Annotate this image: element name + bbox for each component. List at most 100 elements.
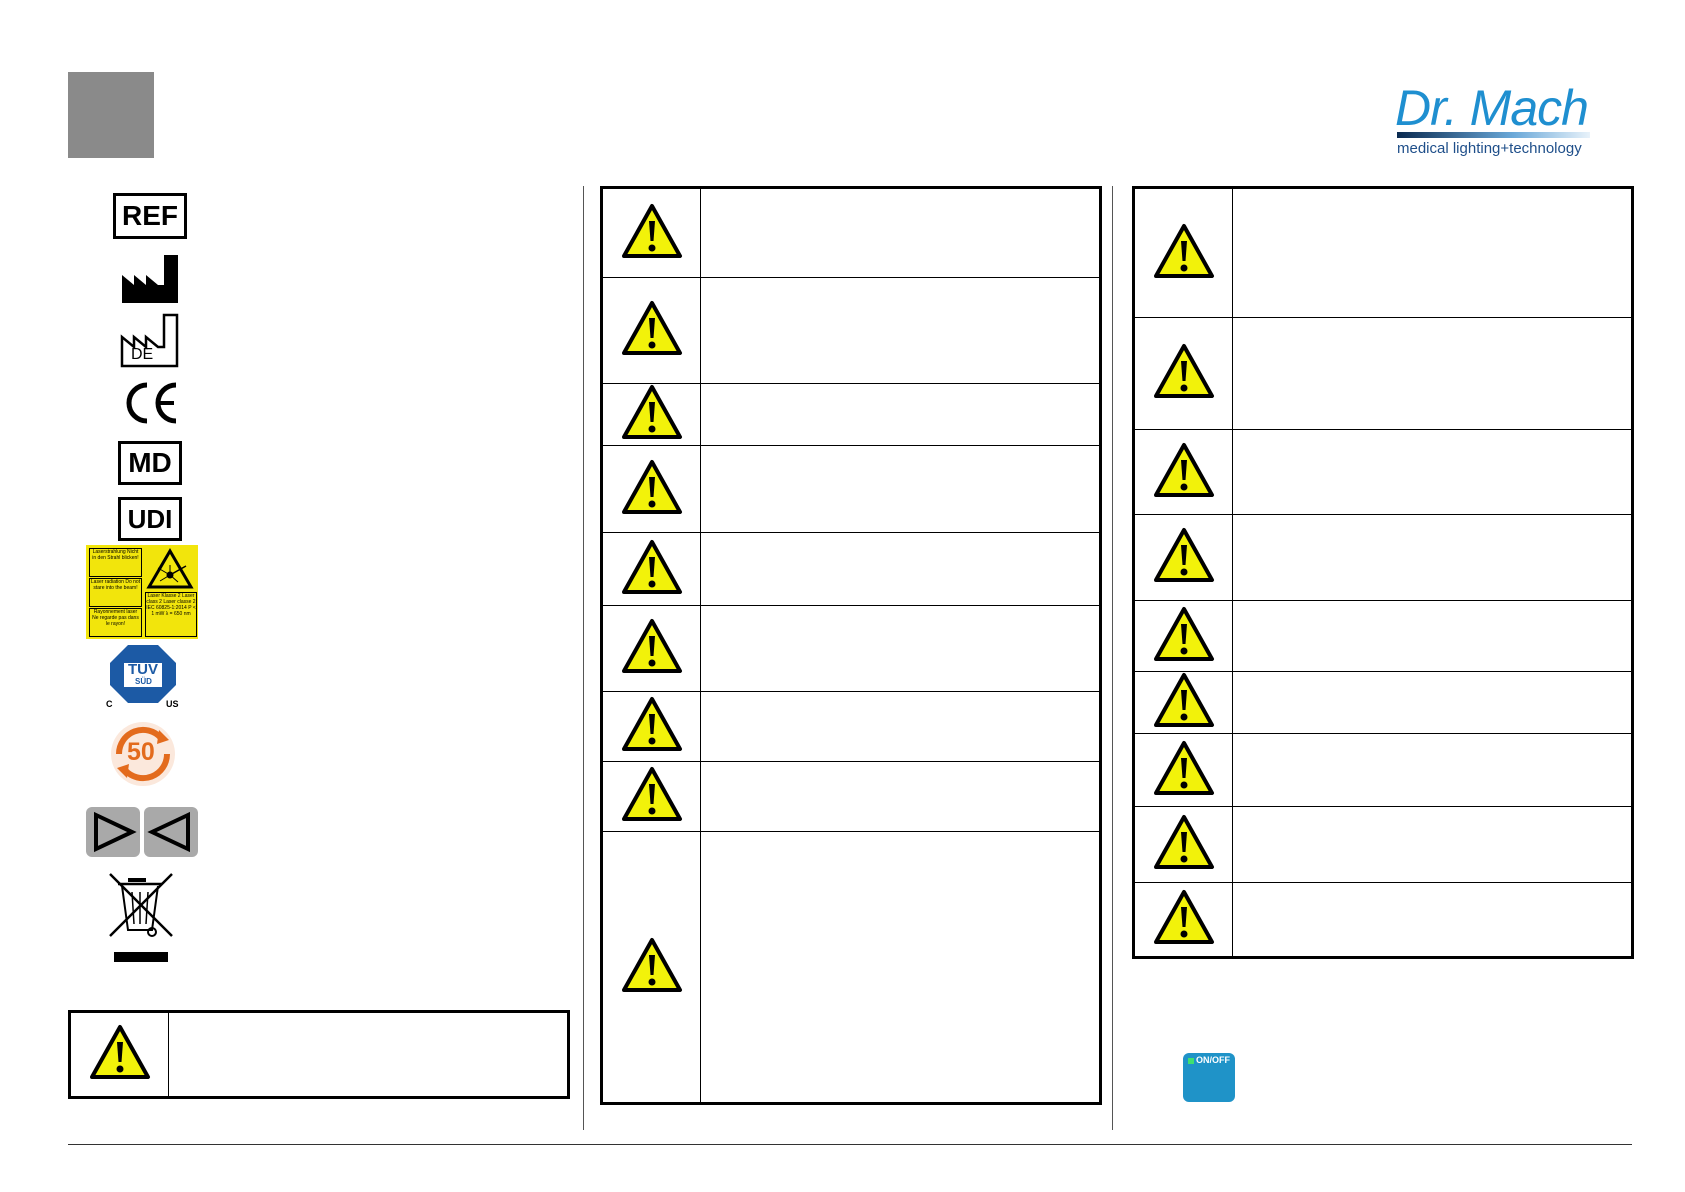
power-led-icon [1188, 1058, 1194, 1064]
warning-text-cell [1232, 671, 1633, 734]
warning-icon-cell [1133, 882, 1233, 958]
warning-row [1133, 671, 1633, 734]
warning-text-cell [700, 605, 1101, 692]
logo-bar [1397, 132, 1590, 138]
warning-triangle-icon [1153, 344, 1214, 398]
warning-triangle-icon [1153, 740, 1214, 795]
tuv-us-label: US [166, 699, 179, 709]
warning-row [1133, 187, 1633, 318]
warning-row [601, 761, 1101, 832]
udi-label: UDI [118, 497, 182, 541]
warning-row [601, 383, 1101, 446]
warning-icon-cell [601, 691, 701, 762]
warning-row [601, 277, 1101, 384]
laser-warning-label: Laserstrahlung Nicht in den Strahl blick… [86, 545, 198, 639]
warning-row [601, 532, 1101, 606]
warning-text-cell [1232, 806, 1633, 883]
laser-text-en: Laser radiation Do not stare into the be… [89, 578, 142, 607]
ref-label: REF [113, 193, 187, 239]
warning-icon-cell [1133, 514, 1233, 601]
warning-icon-cell [601, 187, 701, 278]
warning-triangle-icon [621, 619, 682, 673]
warning-text-cell [1232, 733, 1633, 807]
warning-icon-cell [601, 605, 701, 692]
udi-symbol: UDI [100, 494, 200, 544]
ref-symbol: REF [100, 190, 200, 242]
right-warning-table [1132, 186, 1634, 959]
warning-triangle-icon [1153, 442, 1214, 497]
warning-icon-cell [601, 277, 701, 384]
warning-icon-cell [1133, 429, 1233, 515]
warning-icon-cell [601, 532, 701, 606]
warning-icon-cell [1133, 671, 1233, 734]
md-symbol: MD [100, 438, 200, 488]
warning-triangle-icon [1153, 223, 1214, 278]
warning-text-cell [700, 277, 1101, 384]
warning-row [601, 691, 1101, 762]
warning-triangle-icon [621, 459, 682, 514]
warning-row [1133, 733, 1633, 807]
warning-row [601, 445, 1101, 533]
on-off-button: ON/OFF [1183, 1053, 1235, 1102]
warning-row [601, 187, 1101, 278]
warning-row [601, 831, 1101, 1104]
warning-text-cell [1232, 187, 1633, 318]
warning-text-cell [1232, 429, 1633, 515]
manufacturer-icon [100, 250, 200, 306]
warning-icon-cell [1133, 600, 1233, 672]
warning-triangle-icon [89, 1025, 150, 1079]
warning-triangle-icon [1153, 673, 1214, 727]
warning-icon-cell [601, 831, 701, 1104]
warning-triangle-icon [1153, 815, 1214, 869]
warning-text-cell [700, 187, 1101, 278]
warning-row [1133, 600, 1633, 672]
warning-row [1133, 317, 1633, 430]
warning-triangle-icon [1153, 606, 1214, 661]
footer-rule [68, 1144, 1632, 1145]
warning-text-cell [700, 532, 1101, 606]
dr-mach-logo: Dr. Mach medical lighting+technology [1395, 80, 1595, 162]
md-label: MD [118, 441, 182, 485]
efup-50-label: 50 [127, 738, 155, 766]
warning-text-cell [700, 691, 1101, 762]
warning-triangle-icon [621, 767, 682, 821]
warning-row [601, 605, 1101, 692]
warning-text-cell [700, 761, 1101, 832]
warning-triangle-icon [621, 539, 682, 594]
tuv-c-label: C [106, 699, 113, 709]
warning-text-cell [700, 383, 1101, 446]
warning-text-cell [1232, 882, 1633, 958]
warning-icon-cell [69, 1011, 169, 1098]
laser-class-text: Laser Klasse 2 Laser class 2 Laser class… [145, 592, 197, 637]
warning-icon-cell [601, 761, 701, 832]
warning-text-cell [700, 445, 1101, 533]
tuv-label: TÜV [128, 661, 158, 678]
warning-text-cell [700, 831, 1101, 1104]
tuv-mark: TÜV SÜD C US [106, 643, 180, 709]
warning-row [1133, 429, 1633, 515]
laser-text-fr: Rayonnement laser Ne regarde pas dans le… [89, 608, 142, 637]
warning-icon-cell [1133, 733, 1233, 807]
sterile-barrier-icon [86, 807, 198, 857]
warning-row [1133, 514, 1633, 601]
efup-50-icon: 50 [107, 720, 179, 788]
warning-triangle-icon [1153, 528, 1214, 582]
manufacture-date-icon: DE [100, 310, 200, 370]
warning-icon-cell [1133, 187, 1233, 318]
logo-tagline: medical lighting+technology [1397, 140, 1582, 157]
warning-icon-cell [601, 445, 701, 533]
page-number-box [68, 72, 154, 158]
weee-bin-icon [106, 870, 176, 966]
warning-triangle-icon [621, 385, 682, 439]
warning-text-cell [1232, 317, 1633, 430]
warning-icon-cell [1133, 317, 1233, 430]
warning-text-cell [1232, 600, 1633, 672]
warning-text-cell [1232, 514, 1633, 601]
laser-text-de: Laserstrahlung Nicht in den Strahl blick… [89, 548, 142, 577]
column-separator-1 [583, 186, 584, 1130]
warning-row [69, 1011, 569, 1098]
warning-triangle-icon [621, 697, 682, 751]
sud-label: SÜD [135, 677, 152, 686]
warning-row [1133, 882, 1633, 958]
warning-triangle-icon [621, 301, 682, 355]
